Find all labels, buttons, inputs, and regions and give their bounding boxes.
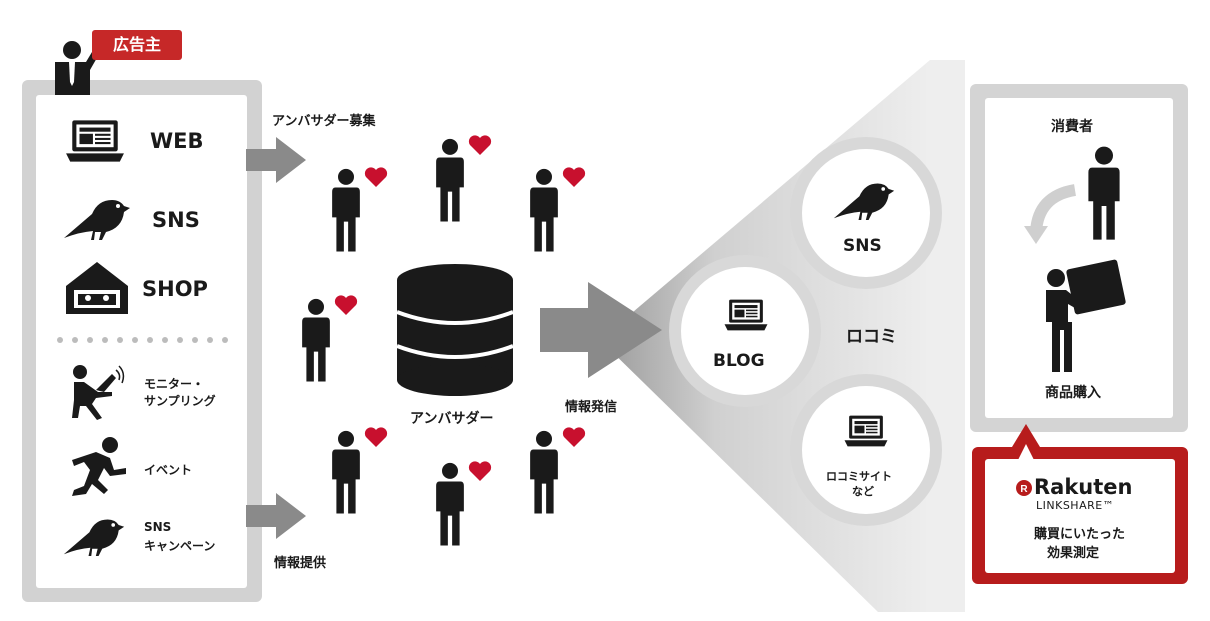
broadcast-label: 情報発信 [565,400,618,415]
svg-text:R: R [1020,484,1028,495]
ambassador-4 [302,295,358,382]
ambassador-5 [332,427,388,514]
spread-cone-tail [930,60,965,612]
media-blog-label: BLOG [713,351,765,371]
blog-laptop-icon [724,299,768,331]
arrow-recruit [246,137,306,183]
recruit-label: アンバサダー募集 [272,114,376,129]
arrow-provide [246,493,306,539]
review-site-label-2: など [852,485,874,498]
review-laptop-icon [844,415,888,447]
channel-sns-campaign-label-2: キャンペーン [144,539,216,553]
advertiser-tag: 広告主 [92,30,182,60]
channel-web-label: WEB [150,129,204,153]
channel-event-label: イベント [144,463,193,477]
word-of-mouth-label: ロコミ [846,327,897,347]
consumer-panel-inner [985,98,1173,418]
rakuten-brand: Rakuten [1034,475,1133,499]
channel-shop-label: SHOP [142,277,208,301]
rakuten-logo-icon [1016,480,1032,496]
channel-sns-campaign-label-1: SNS [144,520,172,534]
channel-monitor-label-1: モニター・ [144,377,205,391]
ambassador-label: アンバサダー [410,411,494,427]
rakuten-notch [1012,424,1040,447]
media-sns-label: SNS [843,236,882,256]
blog-circle [681,267,809,395]
channel-sns-label: SNS [152,208,200,232]
linkshare-label: LINKSHARE™ [1036,499,1115,512]
ambassador-1 [332,167,388,252]
purchase-person-icon [1046,259,1126,372]
consumer-label: 消費者 [1051,119,1093,135]
event-runner-icon [72,437,126,496]
separator-dots [57,337,228,343]
ambassador-3 [530,167,586,252]
ambassador-2 [436,135,492,222]
rakuten-panel-inner [985,459,1175,573]
monitor-person-icon [72,365,125,420]
consumer-person-icon [1088,146,1120,240]
web-laptop-icon [66,120,124,162]
provide-info-label: 情報提供 [274,556,327,571]
sns-circle [802,149,930,277]
rakuten-effect-line-1: 購買にいたった [1034,527,1126,542]
cycle-arrow-icon [1030,184,1077,233]
review-site-label-1: ロコミサイト [826,470,892,483]
advertiser-person-icon [55,41,98,95]
sns-bird-icon [64,200,130,240]
ambassador-7 [530,427,586,514]
rakuten-effect-line-2: 効果測定 [1047,546,1100,561]
review-circle [802,386,930,514]
arrow-broadcast [540,282,662,378]
ambassador-6 [436,461,492,546]
shop-icon [66,262,128,314]
channel-monitor-label-2: サンプリング [144,394,216,408]
database-icon [396,264,514,396]
purchase-label: 商品購入 [1045,385,1101,401]
sns-campaign-bird-icon [63,519,125,557]
